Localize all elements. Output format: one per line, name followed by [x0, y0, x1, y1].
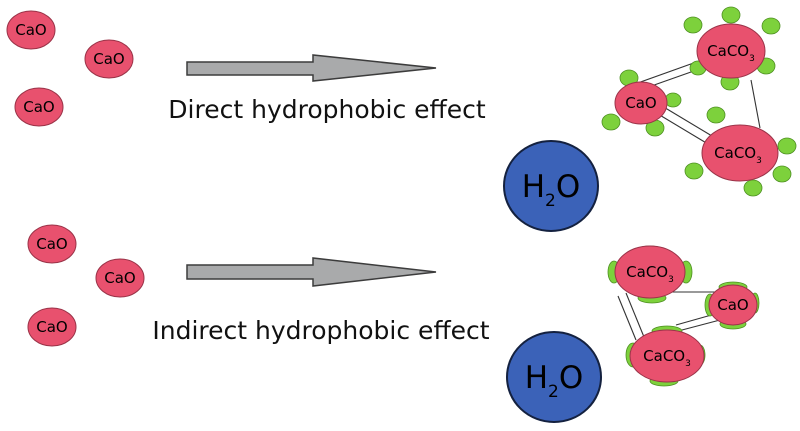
- hydrophobic-coating: [601, 6, 797, 197]
- water-droplet: H2O: [503, 140, 599, 232]
- water-droplet: H2O: [506, 331, 602, 423]
- water-formula: H2O: [525, 360, 584, 402]
- reaction-arrow: [186, 54, 437, 82]
- effect-label: Direct hydrophobic effect: [168, 95, 486, 124]
- reactant-particle: CaO: [84, 39, 134, 79]
- water-formula: H2O: [522, 169, 581, 211]
- coated-cluster: CaCO3 CaO CaCO3: [601, 6, 797, 197]
- product-particle: CaO: [708, 284, 758, 326]
- product-label: CaCO3: [714, 144, 762, 166]
- product-particle: CaCO3: [696, 23, 766, 79]
- reactant-label: CaO: [15, 21, 46, 39]
- product-particle: CaO: [614, 81, 668, 125]
- reactant-particle: CaO: [27, 224, 77, 264]
- product-particle: CaCO3: [629, 329, 705, 383]
- product-label: CaO: [625, 94, 656, 112]
- reactant-particle: CaO: [27, 307, 77, 347]
- panel-direct: CaO CaO CaO Direct hydrophobic effect H2…: [6, 6, 797, 232]
- product-label: CaO: [717, 296, 748, 314]
- reactant-label: CaO: [104, 269, 135, 287]
- product-label: CaCO3: [643, 347, 691, 369]
- product-label: CaCO3: [707, 42, 755, 64]
- reactant-particle: CaO: [95, 258, 145, 298]
- cluster-bonds: [634, 59, 761, 145]
- coated-cluster: CaCO3 CaO CaCO3: [607, 245, 760, 387]
- reactant-label: CaO: [36, 318, 67, 336]
- reactant-particle: CaO: [6, 10, 56, 50]
- reactant-label: CaO: [23, 98, 54, 116]
- reactant-label: CaO: [93, 50, 124, 68]
- reactant-particle: CaO: [14, 87, 64, 127]
- product-label: CaCO3: [626, 263, 674, 285]
- reaction-arrow: [186, 257, 437, 287]
- reactant-label: CaO: [36, 235, 67, 253]
- effect-label: Indirect hydrophobic effect: [152, 316, 489, 345]
- panel-indirect: CaO CaO CaO Indirect hydrophobic effect …: [27, 224, 760, 423]
- product-particle: CaCO3: [701, 124, 779, 182]
- product-particle: CaCO3: [614, 245, 686, 299]
